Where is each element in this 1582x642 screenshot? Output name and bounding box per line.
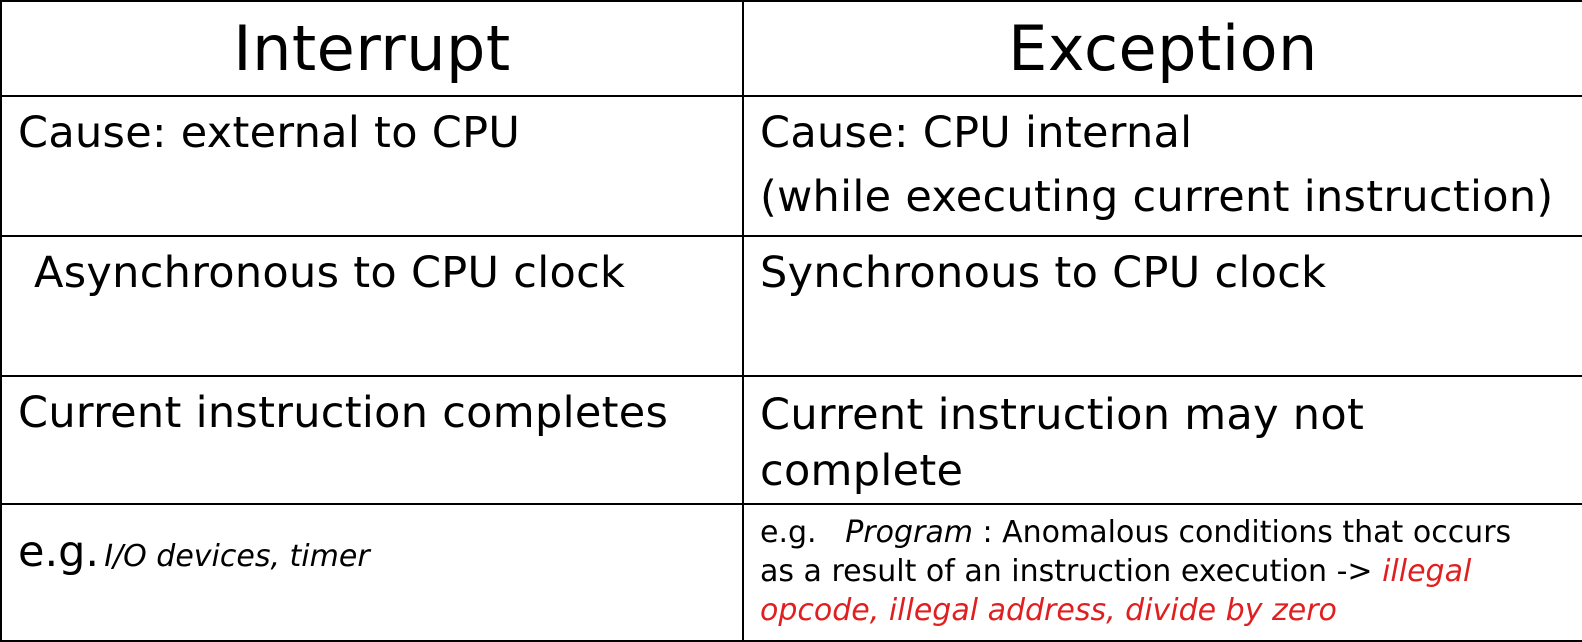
interrupt-examples-prefix: e.g.: [18, 527, 100, 577]
interrupt-examples-items: I/O devices, timer: [104, 539, 370, 574]
exception-examples-colon: :: [972, 515, 993, 550]
header-exception-label: Exception: [1008, 11, 1318, 85]
cell-exception-examples: e.g. Program : Anomalous conditions that…: [742, 503, 1582, 642]
cell-exception-completion: Current instruction may not complete: [742, 375, 1582, 505]
header-interrupt-label: Interrupt: [233, 11, 511, 85]
interrupt-clock-text: Asynchronous to CPU clock: [34, 248, 626, 298]
exception-examples-program: Program: [845, 515, 973, 550]
cell-interrupt-completion: Current instruction completes: [0, 375, 744, 505]
exception-examples-prefix: e.g.: [760, 515, 817, 550]
cell-interrupt-examples: e.g. I/O devices, timer: [0, 503, 744, 642]
table-row-completion: Current instruction completes Current in…: [0, 375, 1582, 505]
header-exception: Exception: [742, 0, 1582, 97]
cell-interrupt-clock: Asynchronous to CPU clock: [0, 235, 744, 377]
interrupt-examples-text: e.g. I/O devices, timer: [3, 506, 741, 577]
exception-examples-text2: as a result of an instruction execution …: [760, 554, 1383, 589]
interrupt-cause-text: Cause: external to CPU: [18, 108, 521, 158]
exception-cause-line2: (while executing current instruction): [760, 172, 1554, 222]
cell-interrupt-cause: Cause: external to CPU: [0, 95, 744, 237]
exception-examples-line1: e.g. Program : Anomalous conditions that…: [760, 513, 1572, 552]
table-row-clock: Asynchronous to CPU clock Synchronous to…: [0, 235, 1582, 377]
exception-clock-text: Synchronous to CPU clock: [760, 248, 1327, 298]
exception-completion-text: Current instruction may not complete: [745, 378, 1581, 499]
exception-cause-line1: Cause: CPU internal: [760, 108, 1193, 158]
cell-exception-cause: Cause: CPU internal (while executing cur…: [742, 95, 1582, 237]
exception-examples-red1: illegal: [1382, 554, 1472, 589]
table-row-examples: e.g. I/O devices, timer e.g. Program : A…: [0, 503, 1582, 642]
exception-examples-text: e.g. Program : Anomalous conditions that…: [745, 506, 1581, 630]
header-row: Interrupt Exception: [0, 0, 1582, 97]
exception-examples-red2: opcode, illegal address, divide by zero: [760, 593, 1337, 628]
table-row-cause: Cause: external to CPU Cause: CPU intern…: [0, 95, 1582, 237]
exception-examples-text1: Anomalous conditions that occurs: [992, 515, 1512, 550]
exception-examples-line2: as a result of an instruction execution …: [760, 552, 1572, 591]
cell-exception-clock: Synchronous to CPU clock: [742, 235, 1582, 377]
exception-completion-line2: complete: [760, 446, 964, 496]
interrupt-completion-text: Current instruction completes: [18, 388, 669, 438]
exception-cause-text: Cause: CPU internal (while executing cur…: [745, 98, 1581, 229]
exception-completion-line1: Current instruction may not: [760, 390, 1365, 440]
header-interrupt: Interrupt: [0, 0, 744, 97]
